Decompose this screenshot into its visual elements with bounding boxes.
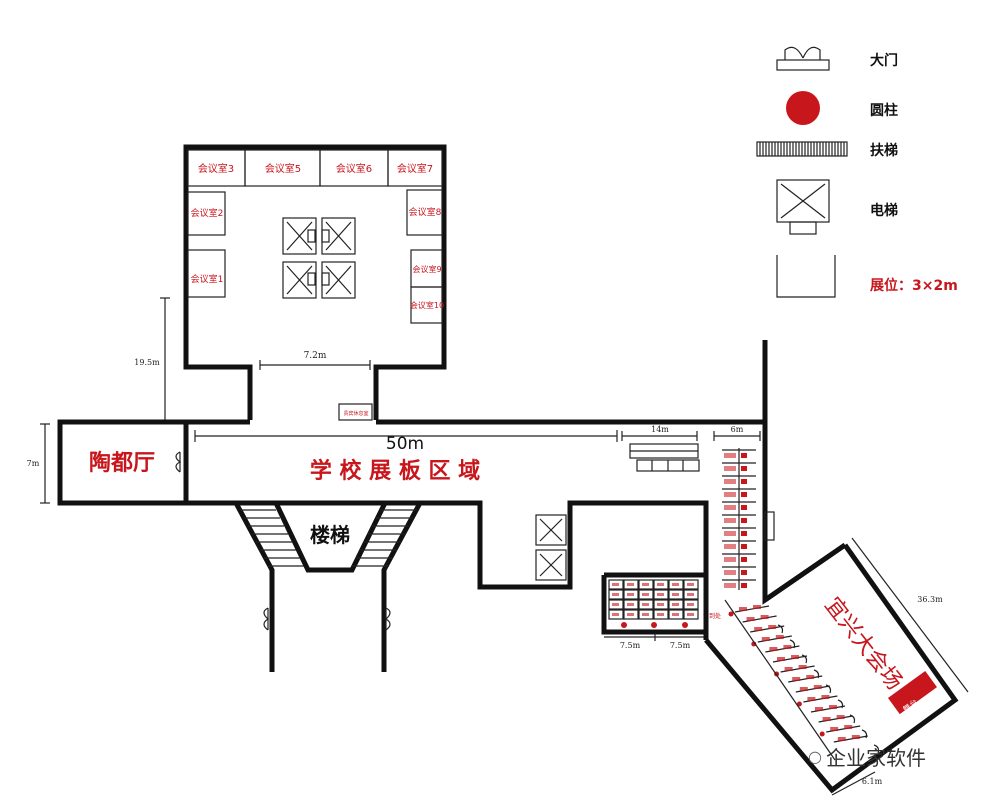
lower-room-booths: [608, 579, 699, 620]
taodu-door: [175, 451, 182, 473]
taodu-hall-wall: [57, 419, 189, 506]
meeting-block-wall: [183, 144, 447, 420]
escalator-icon: [756, 141, 848, 157]
meeting-room-1: 会议室1: [191, 273, 224, 285]
diagonal-booths: [724, 599, 880, 761]
legend-elevator-label: 电梯: [870, 203, 898, 219]
svg-text:7m: 7m: [27, 459, 40, 468]
dimension-19-5: 19.5m: [134, 297, 170, 420]
pillar-icon: [786, 91, 820, 125]
vip-room: [338, 403, 373, 421]
service-desk: [764, 511, 775, 541]
legend-pillar-label: 圆柱: [870, 103, 898, 119]
stairs-wall: [233, 501, 423, 672]
stairs-doors: [263, 607, 391, 631]
meeting-room-6: 会议室6: [336, 162, 372, 175]
dimension-14: 14m: [621, 425, 698, 441]
svg-text:50m: 50m: [386, 434, 424, 454]
svg-text:19.5m: 19.5m: [134, 358, 160, 367]
svg-text:贵宾休息室: 贵宾休息室: [343, 410, 368, 417]
dimension-7: 7m: [27, 423, 50, 504]
stage: [888, 670, 937, 715]
stairs-label: 楼梯: [310, 523, 350, 547]
school-area-label: 学 校 展 板 区 域: [310, 458, 480, 484]
booth-row-corridor: [636, 459, 700, 472]
meeting-rooms: 会议室3 会议室5 会议室6 会议室7 会议室2 会议室8 会议室1 会议室9 …: [187, 149, 444, 324]
svg-text:6.1m: 6.1m: [862, 777, 883, 786]
watermark-text: 企业家软件: [825, 746, 926, 770]
elevator-icon: [776, 179, 830, 235]
elevator-group-lower: [535, 514, 567, 581]
svg-text:7.5m: 7.5m: [670, 641, 691, 650]
meeting-room-3: 会议室3: [198, 162, 234, 175]
meeting-room-5: 会议室5: [265, 162, 301, 175]
dimension-7-2: 7.2m: [259, 351, 371, 370]
booth-column: [722, 448, 756, 590]
taodu-hall-label: 陶都厅: [89, 450, 155, 476]
meeting-room-7: 会议室7: [397, 162, 433, 175]
watermark: ○ 企业家软件: [808, 742, 926, 771]
wechat-icon: ○: [808, 747, 822, 766]
legend-escalator-label: 扶梯: [870, 143, 898, 159]
corridor-bottom-wall: [186, 500, 709, 590]
corridor-top-wall-right: [376, 340, 768, 425]
escalator-corridor: [629, 443, 699, 459]
legend-booth-label: 展位：3×2m: [870, 278, 958, 294]
dimension-7-5: 7.5m 7.5m: [604, 633, 706, 650]
gate-icon: [776, 46, 830, 71]
svg-text:14m: 14m: [651, 425, 669, 434]
svg-text:签到处: 签到处: [703, 612, 721, 620]
meeting-room-2: 会议室2: [191, 207, 224, 219]
dimension-6-1: 6.1m: [831, 771, 883, 796]
svg-text:7.5m: 7.5m: [620, 641, 641, 650]
elevator-group-upper: [282, 217, 356, 299]
dimension-36-3: 36.3m: [851, 537, 969, 693]
svg-text:6m: 6m: [731, 425, 744, 434]
svg-text:36.3m: 36.3m: [917, 595, 943, 604]
svg-text:7.2m: 7.2m: [304, 351, 327, 361]
booth-icon: [776, 255, 836, 298]
meeting-room-8: 会议室8: [409, 206, 442, 218]
meeting-room-10: 会议室10: [410, 300, 444, 310]
stairs-steps: [240, 509, 417, 567]
dimension-6: 6m: [713, 425, 761, 441]
legend-gate-label: 大门: [870, 53, 898, 69]
stairs-center: [273, 501, 388, 573]
meeting-room-9: 会议室9: [412, 264, 441, 274]
yixing-hall-label: 宜兴大会场: [819, 593, 906, 695]
yixing-hall-wall: [703, 543, 959, 794]
lower-room-pillars: [621, 622, 688, 628]
dimension-50: 50m: [194, 430, 618, 454]
